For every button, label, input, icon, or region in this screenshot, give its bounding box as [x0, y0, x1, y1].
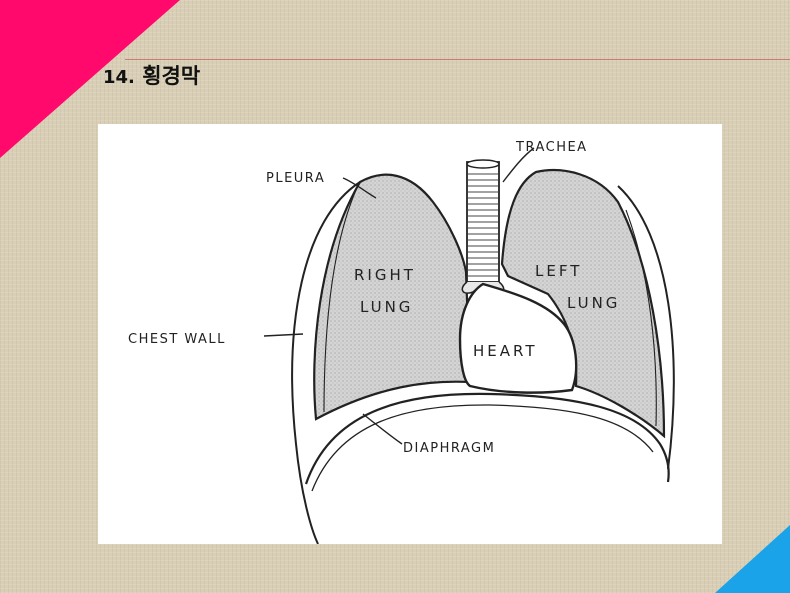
chest-wall-leader-line: [263, 333, 304, 337]
pleura-leader-line: [342, 177, 377, 199]
pleura-label: PLEURA: [266, 171, 325, 186]
right-lung-label-1: RIGHT: [354, 266, 416, 284]
trachea-leader-line: [502, 147, 535, 183]
right-pleura-line: [323, 189, 357, 413]
chest-wall-right: [617, 185, 675, 470]
chest-wall-label: CHEST WALL: [128, 332, 226, 347]
left-lung: [500, 169, 666, 439]
right-lung-label-2: LUNG: [360, 298, 413, 316]
anatomy-diagram-svg: TRACHEA PLEURA RIGHT LUNG LEFT LUNG CHES…: [128, 140, 675, 544]
diaphragm-inner-line: [311, 404, 654, 492]
chest-wall-left: [291, 181, 361, 544]
slide-number: 14.: [103, 67, 135, 88]
diaphragm-leader-line: [362, 413, 403, 445]
heart: [458, 282, 578, 394]
trachea-label: TRACHEA: [515, 140, 588, 155]
blue-corner-triangle: [715, 525, 790, 593]
heart-label: HEART: [473, 342, 538, 360]
left-lung-label-2: LUNG: [567, 294, 620, 312]
title-underline: [125, 59, 790, 60]
left-pleura-line: [625, 209, 657, 427]
slide-title-text: 횡경막: [142, 64, 201, 88]
left-lung-label-1: LEFT: [535, 262, 582, 280]
slide-title: 14. 횡경막: [103, 60, 200, 90]
anatomy-diagram: TRACHEA PLEURA RIGHT LUNG LEFT LUNG CHES…: [98, 124, 722, 544]
diaphragm-outline: [304, 392, 670, 485]
diaphragm-label: DIAPHRAGM: [403, 441, 495, 456]
trachea: [461, 159, 505, 294]
right-lung: [313, 173, 472, 421]
pink-corner-triangle: [0, 0, 180, 158]
